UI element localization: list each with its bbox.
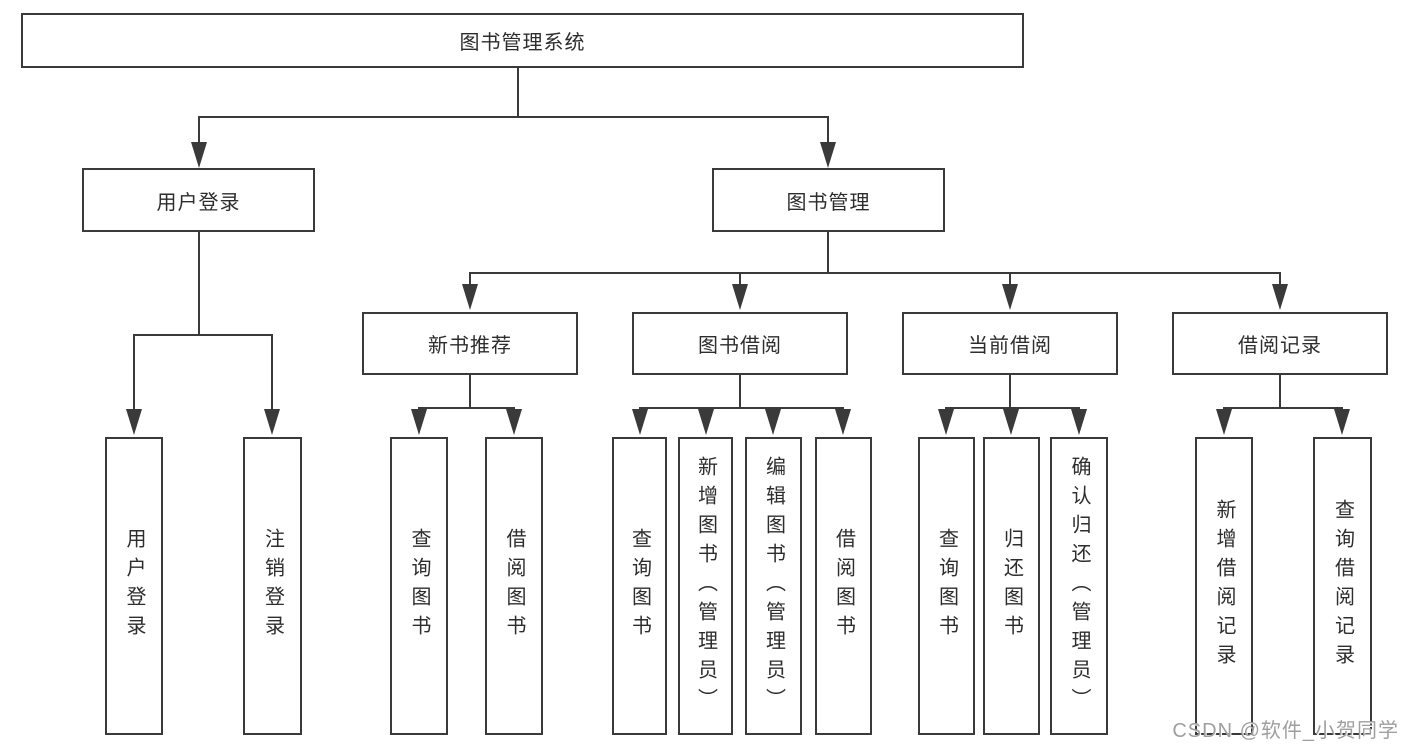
node-label: 借阅图书 [503,528,525,644]
connector-line [1008,273,1012,286]
connector-line [738,273,742,286]
arrowhead-down-icon [819,142,836,168]
node-user-login-module: 用户登录 [82,168,315,232]
connector-line [417,406,516,410]
node-label: 查询借阅记录 [1331,499,1354,673]
arrowhead-down-icon [263,409,280,435]
node-book-borrow: 图书借阅 [632,312,848,375]
arrowhead-down-icon [125,409,142,435]
arrowhead-down-icon [461,284,478,310]
connector-line [944,406,1081,410]
arrowhead-down-icon [731,284,748,310]
node-label: 借阅记录 [1238,335,1322,357]
connector-line [1008,375,1012,410]
node-label: 新书推荐 [428,335,512,357]
connector-line [197,117,201,144]
node-label: 查询图书 [935,528,958,644]
node-label: 图书管理系统 [459,32,586,54]
node-label: 注销登录 [261,528,284,644]
arrowhead-down-icon [631,409,648,435]
node-label: 图书管理 [786,191,871,214]
node-label: 当前借阅 [968,335,1052,357]
arrowhead-down-icon [937,409,954,435]
connector-line [468,271,1282,275]
arrowhead-down-icon [1070,409,1087,435]
arrowhead-down-icon [1002,409,1019,435]
node-label: 确认归还（管理员） [1068,455,1090,717]
node-current-borrow: 当前借阅 [902,312,1118,375]
connector-line [197,115,830,119]
arrowhead-down-icon [697,409,714,435]
connector-line [1278,273,1282,286]
connector-line [132,335,136,411]
node-query-books-recommend: 查询图书 [390,437,448,735]
connector-line [270,335,274,411]
connector-line [197,232,201,337]
arrowhead-down-icon [1271,284,1288,310]
csdn-watermark: CSDN @软件_小贺同学 [1172,720,1399,742]
arrowhead-down-icon [505,409,522,435]
arrowhead-down-icon [1001,284,1018,310]
node-label: 借阅图书 [832,528,855,644]
connector-line [1222,406,1344,410]
node-add-books-admin: 新增图书（管理员） [678,437,733,735]
node-user-login-leaf: 用户登录 [105,437,163,735]
node-logout-leaf: 注销登录 [243,437,302,735]
arrowhead-down-icon [410,409,427,435]
arrowhead-down-icon [1333,409,1350,435]
arrowhead-down-icon [1215,409,1232,435]
connector-line [826,232,830,275]
connector-line [516,68,520,119]
node-query-borrow-record: 查询借阅记录 [1313,437,1372,735]
node-label: 编辑图书（管理员） [762,455,785,717]
node-label: 归还图书 [1000,528,1023,644]
node-query-books-borrow: 查询图书 [612,437,667,735]
connector-line [132,333,274,337]
node-label: 图书借阅 [698,335,782,357]
node-book-management-module: 图书管理 [712,168,945,232]
arrowhead-down-icon [190,142,207,168]
node-return-books: 归还图书 [983,437,1040,735]
node-borrow-records: 借阅记录 [1172,312,1388,375]
arrowhead-down-icon [834,409,851,435]
node-label: 查询图书 [408,528,430,644]
node-label: 查询图书 [628,528,651,644]
node-edit-books-admin: 编辑图书（管理员） [745,437,802,735]
node-label: 新增借阅记录 [1213,499,1235,673]
node-label: 用户登录 [156,191,241,214]
node-new-book-recommend: 新书推荐 [362,312,578,375]
node-borrow-books-leaf: 借阅图书 [815,437,872,735]
connector-line [638,406,845,410]
connector-line [468,375,472,410]
node-borrow-books-recommend: 借阅图书 [485,437,543,735]
node-confirm-return-admin: 确认归还（管理员） [1050,437,1108,735]
node-label: 用户登录 [123,528,145,644]
node-add-borrow-record: 新增借阅记录 [1195,437,1253,735]
connector-line [468,273,472,286]
node-system-root: 图书管理系统 [21,13,1024,68]
node-query-books-current: 查询图书 [918,437,975,735]
connector-line [826,117,830,144]
arrowhead-down-icon [764,409,781,435]
connector-line [738,375,742,410]
node-label: 新增图书（管理员） [694,455,717,717]
connector-line [1278,375,1282,410]
